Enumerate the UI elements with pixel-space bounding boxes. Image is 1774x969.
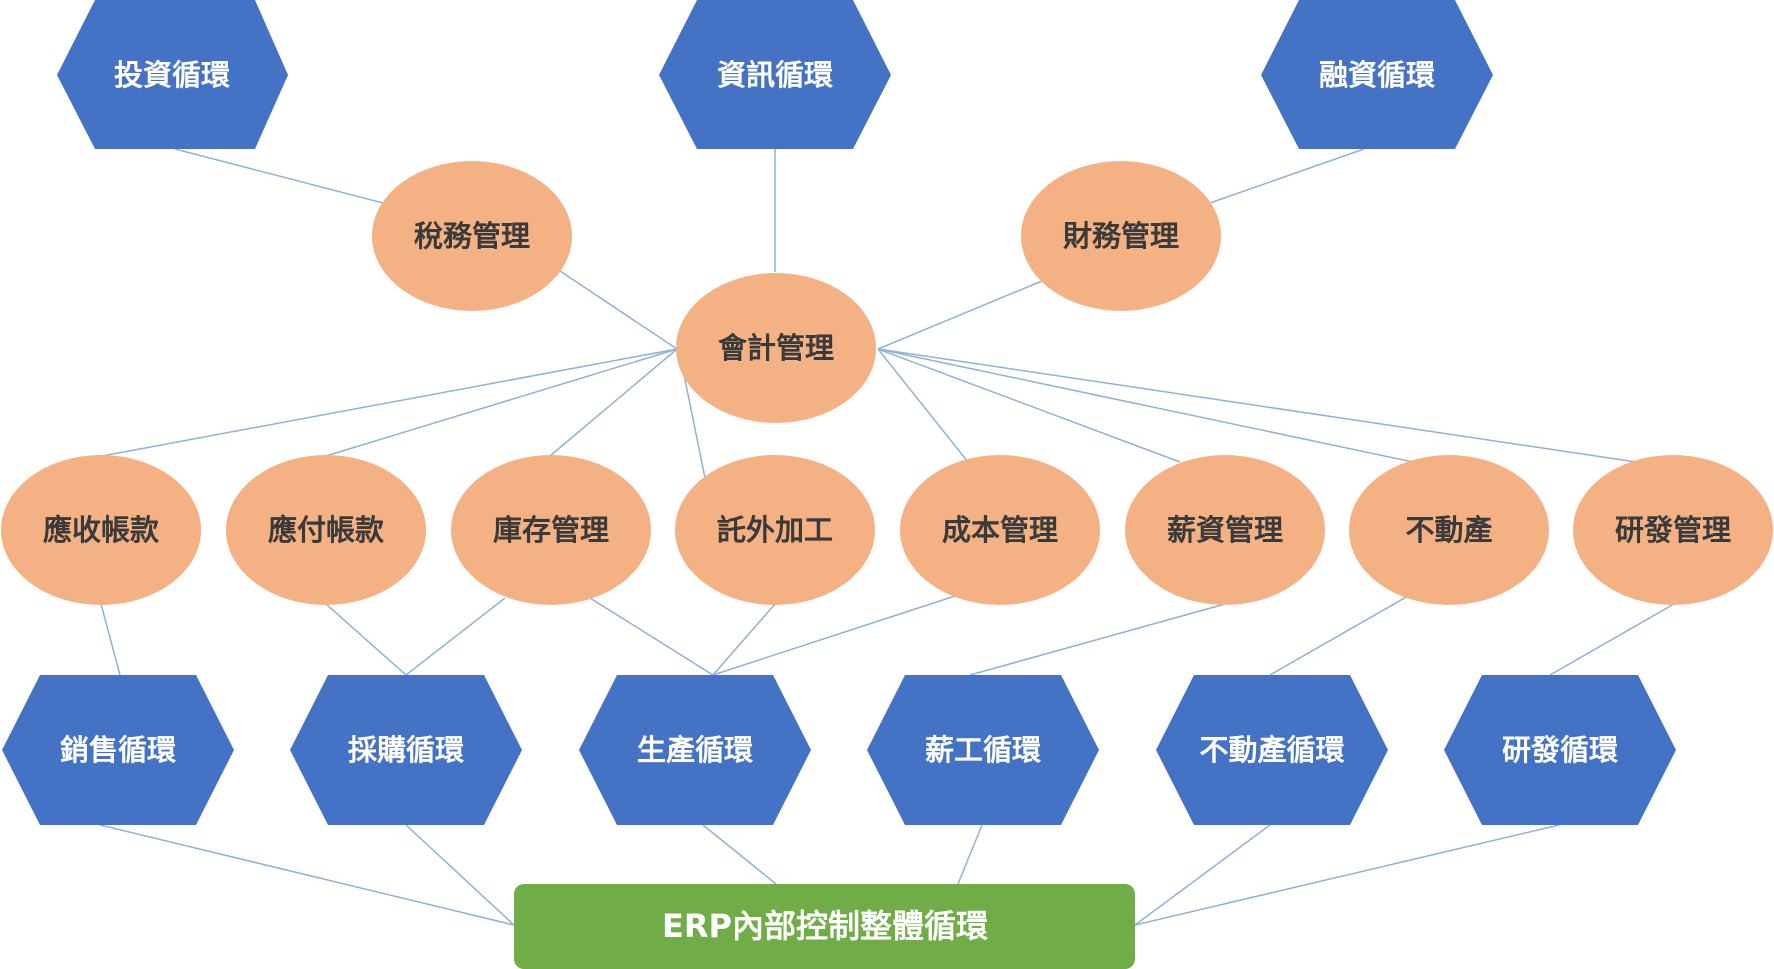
payroll-cycle-node[interactable]: 薪工循環 <box>867 675 1099 825</box>
sales-cycle-node[interactable]: 銷售循環 <box>2 675 234 825</box>
financing-cycle-node[interactable]: 融資循環 <box>1261 0 1493 149</box>
rnd-cycle-label: 研發循環 <box>1502 733 1619 767</box>
edge-inventory-production <box>589 597 714 676</box>
edge-tax-accounting <box>559 270 678 350</box>
erp-root-label: ERP內部控制整體循環 <box>662 907 988 945</box>
edge-cost-production <box>712 595 956 676</box>
outsourcing-shape <box>675 455 875 605</box>
inventory-shape <box>451 455 651 605</box>
purchasing-cycle-node[interactable]: 採購循環 <box>290 675 522 825</box>
production-cycle-node[interactable]: 生產循環 <box>579 675 811 825</box>
tax-management-label: 稅務管理 <box>414 219 530 253</box>
rnd-management-label: 研發管理 <box>1615 513 1731 547</box>
edge-inventory-purchasing <box>405 597 506 676</box>
financing-cycle-shape <box>1261 0 1493 149</box>
finance-management-node[interactable]: 財務管理 <box>1021 161 1221 311</box>
edge-payroll-root <box>957 824 983 885</box>
erp-root-shape <box>514 884 1135 969</box>
edge-real-estate-cycle-root <box>1134 824 1271 926</box>
edge-payable-purchasing <box>325 603 407 676</box>
inventory-node[interactable]: 庫存管理 <box>451 455 651 605</box>
edge-financing-finance <box>1209 148 1365 204</box>
edge-investment-tax <box>174 148 384 204</box>
edge-rnd-root <box>1134 824 1560 926</box>
finance-management-shape <box>1021 161 1221 311</box>
rnd-cycle-node[interactable]: 研發循環 <box>1444 675 1676 825</box>
edge-accounting-inventory <box>549 348 678 457</box>
accounting-management-shape <box>676 273 876 423</box>
payable-node[interactable]: 應付帳款 <box>226 455 426 605</box>
receivable-node[interactable]: 應收帳款 <box>1 455 201 605</box>
cost-management-shape <box>900 455 1100 605</box>
production-cycle-shape <box>579 675 811 825</box>
real-estate-cycle-node[interactable]: 不動產循環 <box>1156 675 1388 825</box>
edge-accounting-receivable <box>101 348 678 457</box>
payroll-cycle-shape <box>867 675 1099 825</box>
edge-accounting-payable <box>325 348 678 457</box>
edge-outsourcing-production <box>712 603 776 676</box>
rnd-management-node[interactable]: 研發管理 <box>1573 455 1773 605</box>
real-estate-node[interactable]: 不動產 <box>1349 455 1549 605</box>
real-estate-cycle-shape <box>1156 675 1388 825</box>
receivable-label: 應收帳款 <box>43 513 160 547</box>
real-estate-cycle-label: 不動產循環 <box>1199 733 1345 767</box>
edge-rnd-mgmt-rnd <box>1549 603 1675 676</box>
edge-purchasing-root <box>405 824 515 926</box>
tax-management-shape <box>372 161 572 311</box>
upper-modules: 稅務管理 財務管理 會計管理 <box>372 161 1221 423</box>
edge-accounting-real-estate <box>877 348 1414 463</box>
payroll-cycle-label: 薪工循環 <box>925 733 1042 767</box>
rnd-management-shape <box>1573 455 1773 605</box>
sales-cycle-shape <box>2 675 234 825</box>
edge-receivable-sales <box>100 603 121 676</box>
investment-cycle-shape <box>57 0 288 149</box>
bottom-cycles: 銷售循環 採購循環 生產循環 薪工循環 不動產循環 研發循環 <box>2 675 1676 825</box>
receivable-shape <box>1 455 201 605</box>
payroll-management-node[interactable]: 薪資管理 <box>1125 455 1325 605</box>
information-cycle-node[interactable]: 資訊循環 <box>659 0 891 149</box>
outsourcing-label: 託外加工 <box>717 513 833 547</box>
erp-root-node[interactable]: ERP內部控制整體循環 <box>514 884 1135 969</box>
lower-modules: 應收帳款 應付帳款 庫存管理 託外加工 成本管理 薪資管理 不動產 研發管理 <box>1 455 1773 605</box>
purchasing-cycle-label: 採購循環 <box>348 733 465 767</box>
edge-accounting-rnd-mgmt <box>877 348 1637 463</box>
payable-shape <box>226 455 426 605</box>
investment-cycle-node[interactable]: 投資循環 <box>57 0 288 149</box>
edge-accounting-cost <box>877 348 969 463</box>
financing-cycle-label: 融資循環 <box>1319 58 1436 92</box>
rnd-cycle-shape <box>1444 675 1676 825</box>
cost-management-node[interactable]: 成本管理 <box>900 455 1100 605</box>
edge-real-estate-cycle <box>1269 595 1409 676</box>
edge-production-root <box>702 824 777 885</box>
accounting-management-label: 會計管理 <box>718 331 834 365</box>
connector-lines <box>99 148 1675 926</box>
edge-sales-root <box>99 824 515 926</box>
edge-accounting-payroll-mgmt <box>877 348 1181 463</box>
outsourcing-node[interactable]: 託外加工 <box>675 455 875 605</box>
information-cycle-shape <box>659 0 891 149</box>
payable-label: 應付帳款 <box>268 513 385 547</box>
information-cycle-label: 資訊循環 <box>717 58 834 92</box>
payroll-management-shape <box>1125 455 1325 605</box>
real-estate-shape <box>1349 455 1549 605</box>
payroll-management-label: 薪資管理 <box>1167 513 1283 547</box>
sales-cycle-label: 銷售循環 <box>60 733 177 767</box>
edge-finance-accounting <box>877 280 1043 350</box>
finance-management-label: 財務管理 <box>1063 219 1179 253</box>
edge-payroll-mgmt-payroll <box>969 603 1226 676</box>
inventory-label: 庫存管理 <box>493 513 609 547</box>
purchasing-cycle-shape <box>290 675 522 825</box>
investment-cycle-label: 投資循環 <box>114 58 231 92</box>
production-cycle-label: 生產循環 <box>637 733 754 767</box>
cost-management-label: 成本管理 <box>942 513 1058 547</box>
accounting-management-node[interactable]: 會計管理 <box>676 273 876 423</box>
tax-management-node[interactable]: 稅務管理 <box>372 161 572 311</box>
real-estate-label: 不動產 <box>1405 513 1492 547</box>
top-cycles: 投資循環 資訊循環 融資循環 <box>57 0 1493 149</box>
